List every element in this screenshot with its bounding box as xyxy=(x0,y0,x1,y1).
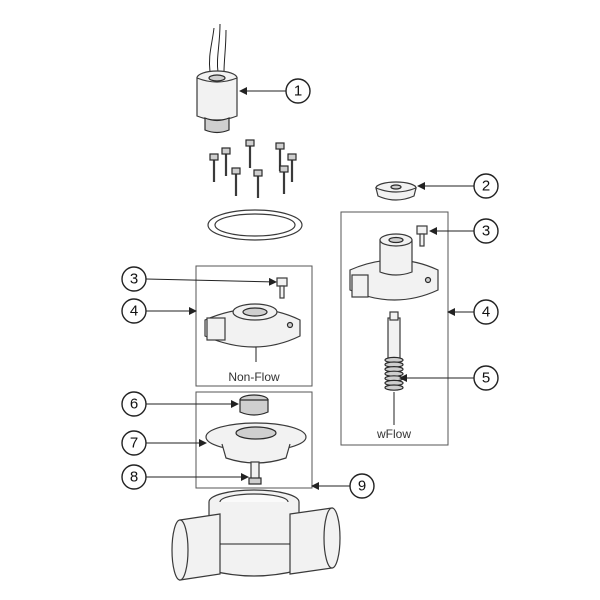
stem-shaft xyxy=(387,317,401,359)
bonnet-wflow xyxy=(349,233,439,301)
solenoid-core xyxy=(208,74,226,82)
stud-body xyxy=(250,461,260,481)
solenoid-wire xyxy=(223,29,227,73)
solenoid-body xyxy=(196,77,238,121)
stem-thread xyxy=(384,384,404,391)
wflow-label: wFlow xyxy=(376,427,411,441)
solenoid-base xyxy=(204,117,230,134)
screw-head xyxy=(275,142,285,150)
bonnet-port xyxy=(388,236,404,244)
diaphragm-stud xyxy=(248,461,262,485)
leader-lines xyxy=(145,87,474,490)
screw-head xyxy=(287,153,297,161)
screw-head xyxy=(245,139,255,147)
stem-tip xyxy=(389,311,399,321)
callout-number: 2 xyxy=(482,178,490,195)
non-flow-label: Non-Flow xyxy=(228,370,280,384)
screw-head xyxy=(279,165,289,173)
gasket-inner xyxy=(214,213,296,237)
callout-number: 4 xyxy=(482,304,490,321)
callout-3-right: 3 xyxy=(473,218,499,244)
gasket-outer xyxy=(207,209,303,241)
solenoid xyxy=(196,23,238,134)
leader-3a xyxy=(145,277,277,286)
callout-number: 4 xyxy=(130,303,138,320)
diaphragm-center xyxy=(235,426,277,440)
bleed-screw xyxy=(276,277,288,299)
diaphragm-box xyxy=(195,391,313,489)
non-flow-box xyxy=(195,265,313,387)
outlet-face xyxy=(323,507,341,569)
bleed-screw xyxy=(416,225,428,247)
stud-base xyxy=(248,477,262,485)
screw-head xyxy=(253,169,263,177)
callout-number: 3 xyxy=(130,271,138,288)
screw-shank xyxy=(279,285,285,299)
bonnet-non-flow xyxy=(204,303,301,362)
callout-3-left: 3 xyxy=(121,266,147,292)
solenoid-wire xyxy=(216,23,221,73)
cover-gasket xyxy=(207,209,303,241)
diaphragm xyxy=(205,422,307,464)
callouts: 1 2 3 3 4 4 5 6 xyxy=(121,78,499,499)
callout-number: 3 xyxy=(482,223,490,240)
callout-7: 7 xyxy=(121,430,147,456)
callout-9: 9 xyxy=(349,473,375,499)
body-center xyxy=(208,502,300,577)
nut-body xyxy=(239,399,269,416)
screw-shank xyxy=(419,233,425,247)
callout-number: 6 xyxy=(130,396,138,413)
bonnet-neck xyxy=(379,239,413,276)
bonnet-port xyxy=(242,307,268,317)
callout-4-left: 4 xyxy=(121,298,147,324)
bonnet-boss xyxy=(206,317,226,341)
wflow-box xyxy=(340,211,449,446)
bonnet-boss xyxy=(351,274,369,298)
valve-body xyxy=(171,489,341,581)
callout-number: 7 xyxy=(130,435,138,452)
callout-number: 1 xyxy=(294,83,302,100)
callout-number: 9 xyxy=(358,478,366,495)
callout-6: 6 xyxy=(121,391,147,417)
screw-head xyxy=(209,153,219,161)
callout-4-right: 4 xyxy=(473,299,499,325)
diaphragm-nut xyxy=(239,394,269,416)
callout-1: 1 xyxy=(285,78,311,104)
flow-control-cap xyxy=(375,181,417,201)
callout-8: 8 xyxy=(121,464,147,490)
callout-number: 8 xyxy=(130,469,138,486)
diaphragm-skirt xyxy=(221,443,291,464)
callout-number: 5 xyxy=(482,370,490,387)
cap-center xyxy=(390,184,402,190)
stem-threads xyxy=(384,356,404,391)
bonnet-bolt-hole xyxy=(424,276,432,284)
screw-set xyxy=(209,139,297,198)
solenoid-wire xyxy=(209,27,215,73)
callout-5: 5 xyxy=(473,365,499,391)
screw-head xyxy=(231,167,241,175)
flow-control-stem xyxy=(384,311,404,425)
screw-head xyxy=(416,225,428,235)
screw-head xyxy=(276,277,288,287)
callout-2: 2 xyxy=(473,173,499,199)
cap-body xyxy=(375,187,417,201)
bonnet-bolt-hole xyxy=(286,321,294,329)
screw-head xyxy=(221,147,231,155)
inlet-face xyxy=(171,519,189,581)
